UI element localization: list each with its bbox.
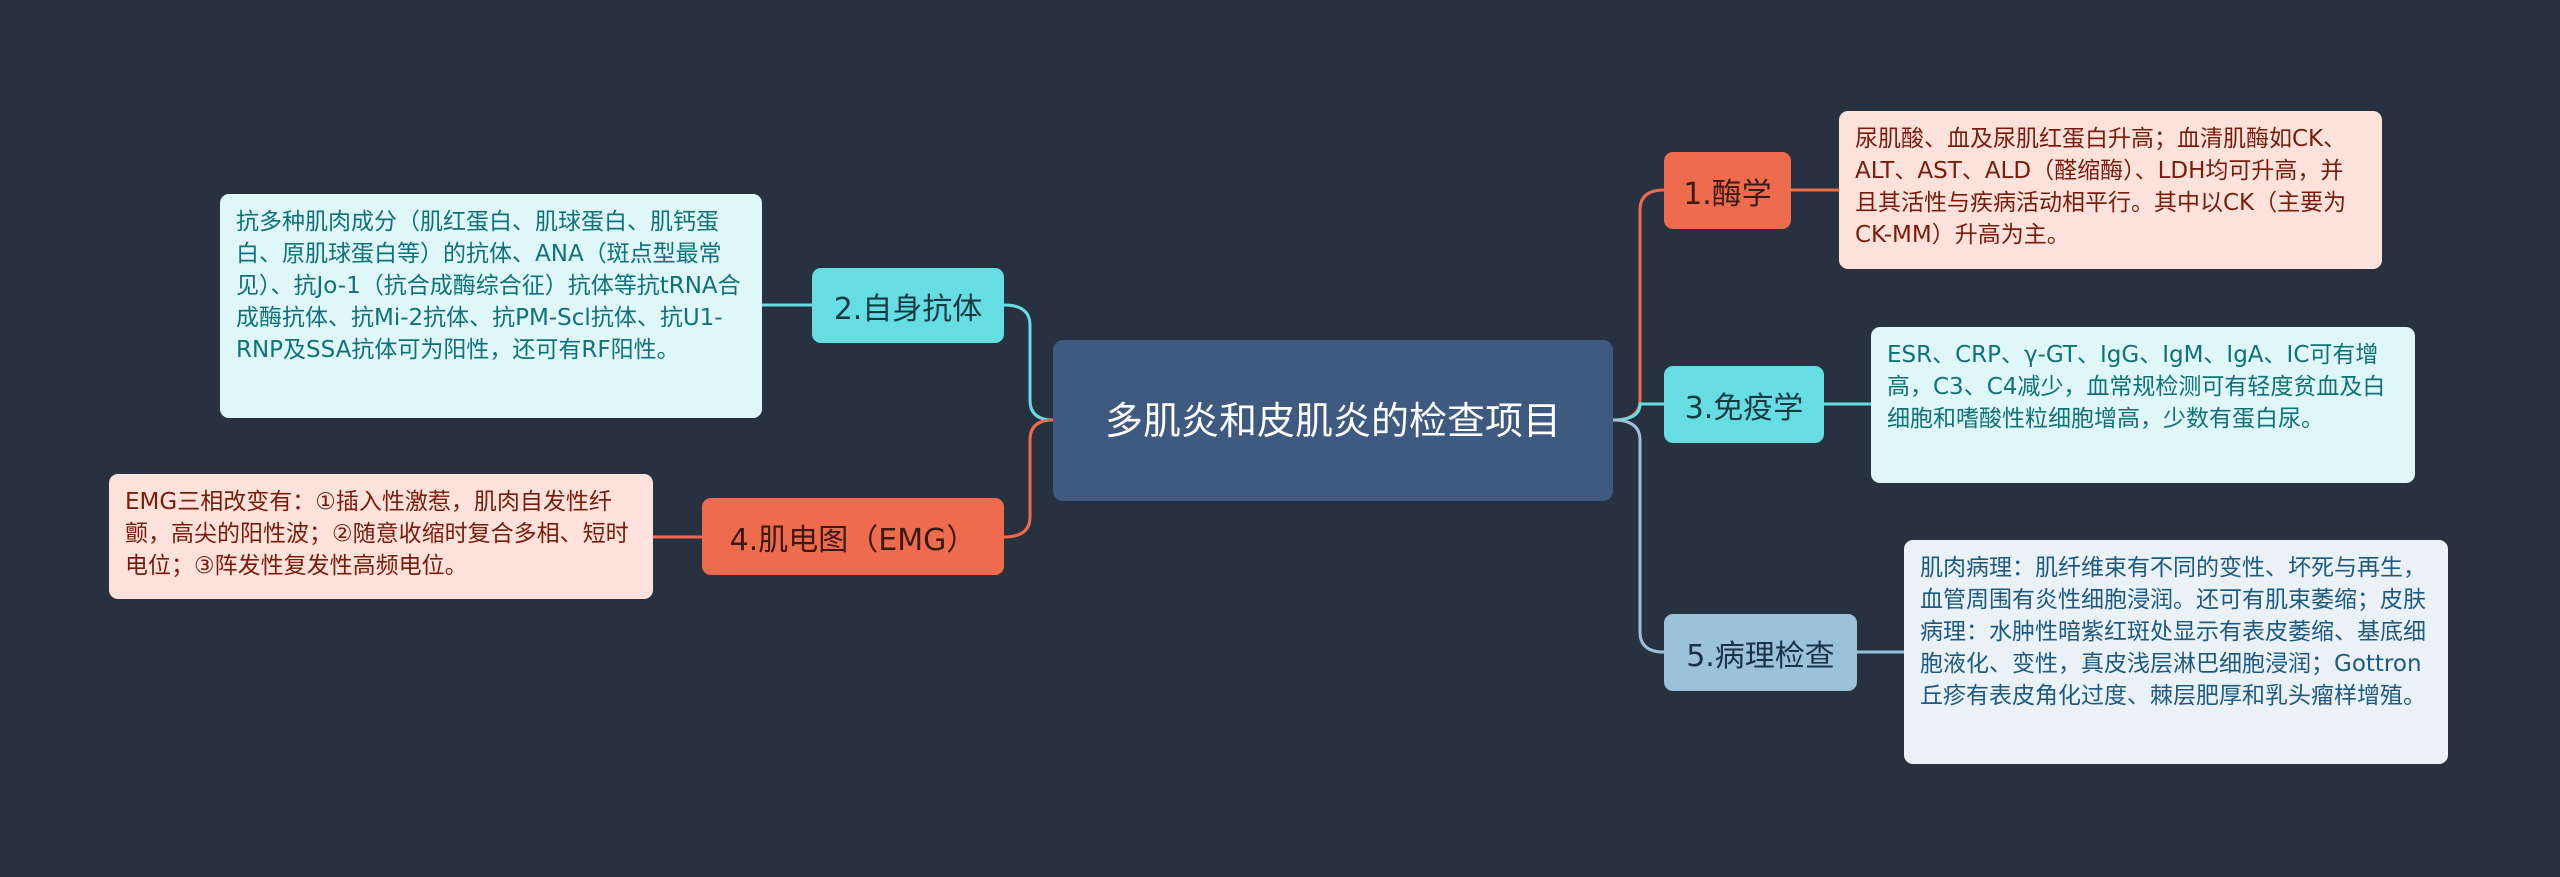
connector-antibody xyxy=(1003,303,1054,422)
central-topic[interactable]: 多肌炎和皮肌炎的检查项目 xyxy=(1053,340,1613,501)
detail-text: 尿肌酸、血及尿肌红蛋白升高；血清肌酶如CK、ALT、AST、ALD（醛缩酶）、L… xyxy=(1855,126,2347,248)
detail-autoantibody[interactable]: 抗多种肌肉成分（肌红蛋白、肌球蛋白、肌钙蛋白、原肌球蛋白等）的抗体、ANA（斑点… xyxy=(220,194,762,418)
detail-pathology[interactable]: 肌肉病理：肌纤维束有不同的变性、坏死与再生，血管周围有炎性细胞浸润。还可有肌束萎… xyxy=(1904,540,2448,764)
connector-enzyme xyxy=(1612,188,1665,422)
detail-emg[interactable]: EMG三相改变有：①插入性激惹，肌肉自发性纤颤，高尖的阳性波；②随意收缩时复合多… xyxy=(109,474,653,599)
connector-emg xyxy=(1003,418,1054,539)
detail-immunology[interactable]: ESR、CRP、γ-GT、IgG、IgM、IgA、IC可有增高，C3、C4减少，… xyxy=(1871,327,2415,483)
connector-immune xyxy=(1612,402,1664,422)
branch-enzyme[interactable]: 1.酶学 xyxy=(1664,152,1791,229)
branch-immunology[interactable]: 3.免疫学 xyxy=(1664,366,1824,443)
branch-pathology[interactable]: 5.病理检查 xyxy=(1664,614,1857,691)
central-topic-title: 多肌炎和皮肌炎的检查项目 xyxy=(1104,398,1561,443)
branch-label: 2.自身抗体 xyxy=(833,291,983,327)
branch-label: 3.免疫学 xyxy=(1684,390,1804,426)
branch-emg[interactable]: 4.肌电图（EMG） xyxy=(702,498,1004,575)
detail-text: 肌肉病理：肌纤维束有不同的变性、坏死与再生，血管周围有炎性细胞浸润。还可有肌束萎… xyxy=(1920,555,2426,709)
branch-autoantibody[interactable]: 2.自身抗体 xyxy=(812,268,1004,343)
branch-label: 1.酶学 xyxy=(1683,176,1772,212)
detail-text: 抗多种肌肉成分（肌红蛋白、肌球蛋白、肌钙蛋白、原肌球蛋白等）的抗体、ANA（斑点… xyxy=(236,209,741,363)
detail-text: EMG三相改变有：①插入性激惹，肌肉自发性纤颤，高尖的阳性波；②随意收缩时复合多… xyxy=(125,489,629,579)
connector-pathology xyxy=(1612,418,1665,654)
branch-label: 5.病理检查 xyxy=(1686,638,1835,674)
detail-enzyme[interactable]: 尿肌酸、血及尿肌红蛋白升高；血清肌酶如CK、ALT、AST、ALD（醛缩酶）、L… xyxy=(1839,111,2382,269)
branch-label: 4.肌电图（EMG） xyxy=(729,522,977,558)
detail-text: ESR、CRP、γ-GT、IgG、IgM、IgA、IC可有增高，C3、C4减少，… xyxy=(1887,342,2386,432)
